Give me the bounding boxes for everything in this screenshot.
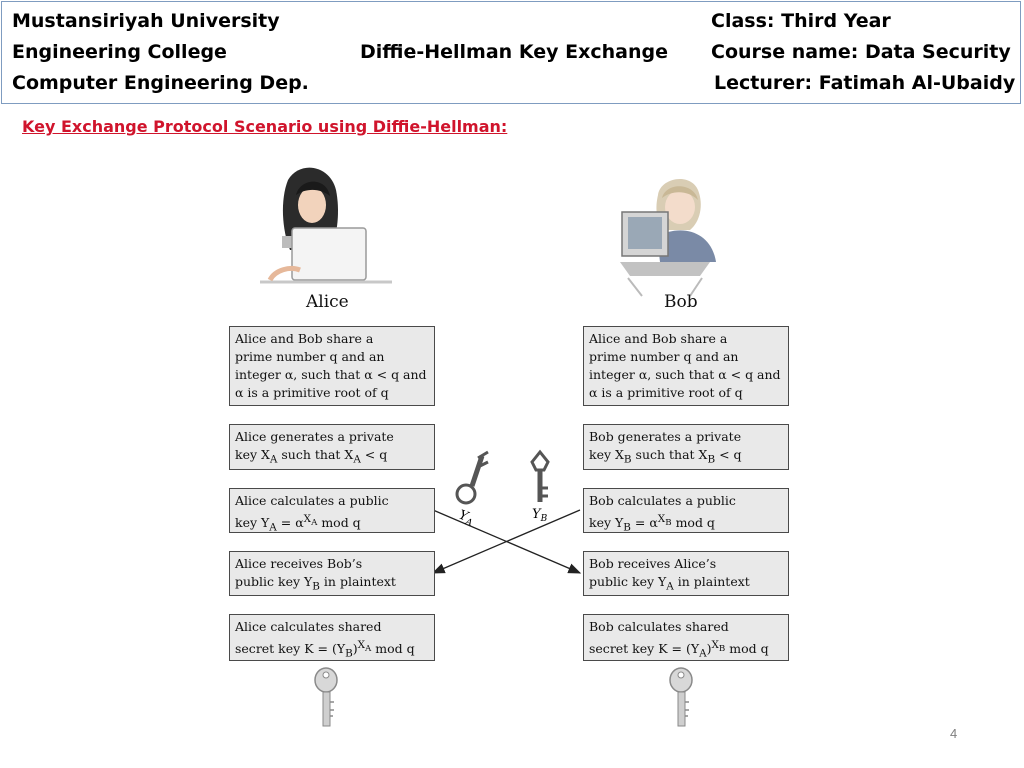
bob-public-key-icon bbox=[530, 449, 550, 502]
step-line: key YA = αXA mod q bbox=[235, 513, 361, 534]
step-line: public key YB in plaintext bbox=[235, 574, 396, 593]
alice-step-shared-params: Alice and Bob share a prime number q and… bbox=[229, 326, 435, 406]
arrow-bob-to-alice bbox=[431, 509, 581, 574]
step-line: Bob generates a private bbox=[589, 429, 742, 444]
department-name: Computer Engineering Dep. bbox=[12, 72, 309, 94]
step-line: Bob calculates shared bbox=[589, 619, 729, 634]
lecture-topic: Diffie-Hellman Key Exchange bbox=[360, 41, 668, 63]
alice-step-receive-key: Alice receives Bob’s public key YB in pl… bbox=[229, 551, 435, 596]
step-line: prime number q and an bbox=[235, 349, 385, 364]
step-line: integer α, such that α < q and bbox=[589, 367, 781, 382]
step-line: α is a primitive root of q bbox=[235, 385, 389, 400]
slide-header: Mustansiriyah University Engineering Col… bbox=[1, 1, 1021, 104]
page-number: 4 bbox=[950, 726, 958, 741]
step-line: Alice generates a private bbox=[235, 429, 394, 444]
step-line: key XA such that XA < q bbox=[235, 447, 388, 466]
step-line: Alice receives Bob’s bbox=[235, 556, 363, 571]
alice-step-private-key: Alice generates a private key XA such th… bbox=[229, 424, 435, 470]
alice-step-shared-secret: Alice calculates shared secret key K = (… bbox=[229, 614, 435, 661]
step-line: key YB = αXB mod q bbox=[589, 513, 715, 534]
step-line: secret key K = (YB)XA mod q bbox=[235, 639, 415, 660]
alice-illustration bbox=[260, 167, 392, 284]
step-line: Alice and Bob share a bbox=[235, 331, 374, 346]
step-line: Bob receives Alice’s bbox=[589, 556, 717, 571]
step-line: Alice calculates shared bbox=[235, 619, 382, 634]
bob-step-shared-params: Alice and Bob share a prime number q and… bbox=[583, 326, 789, 406]
alice-label: Alice bbox=[306, 292, 349, 312]
step-line: secret key K = (YA)XB mod q bbox=[589, 639, 769, 660]
bob-step-public-key: Bob calculates a public key YB = αXB mod… bbox=[583, 488, 789, 534]
university-name: Mustansiriyah University bbox=[12, 10, 280, 32]
yb-key-label: YB bbox=[532, 507, 548, 524]
step-line: Bob calculates a public bbox=[589, 493, 736, 508]
course-name: Course name: Data Security bbox=[711, 41, 1011, 63]
step-line: public key YA in plaintext bbox=[589, 574, 750, 593]
class-year: Class: Third Year bbox=[711, 10, 891, 32]
lecturer-name: Lecturer: Fatimah Al-Ubaidy bbox=[714, 72, 1016, 94]
bob-illustration bbox=[620, 179, 716, 297]
section-subtitle: Key Exchange Protocol Scenario using Dif… bbox=[22, 117, 508, 136]
bob-step-receive-key: Bob receives Alice’s public key YA in pl… bbox=[583, 551, 789, 596]
bob-shared-key-icon bbox=[669, 667, 693, 727]
bob-step-shared-secret: Bob calculates shared secret key K = (YA… bbox=[583, 614, 789, 661]
step-line: Alice and Bob share a bbox=[589, 331, 728, 346]
bob-step-private-key: Bob generates a private key XB such that… bbox=[583, 424, 789, 470]
step-line: integer α, such that α < q and bbox=[235, 367, 427, 382]
alice-public-key-icon bbox=[455, 450, 489, 505]
step-line: key XB such that XB < q bbox=[589, 447, 742, 466]
ya-key-label: YA bbox=[456, 508, 476, 529]
alice-shared-key-icon bbox=[314, 667, 338, 727]
step-line: α is a primitive root of q bbox=[589, 385, 743, 400]
alice-step-public-key: Alice calculates a public key YA = αXA m… bbox=[229, 488, 435, 534]
step-line: Alice calculates a public bbox=[235, 493, 389, 508]
step-line: prime number q and an bbox=[589, 349, 739, 364]
college-name: Engineering College bbox=[12, 41, 227, 63]
bob-label: Bob bbox=[664, 292, 698, 312]
